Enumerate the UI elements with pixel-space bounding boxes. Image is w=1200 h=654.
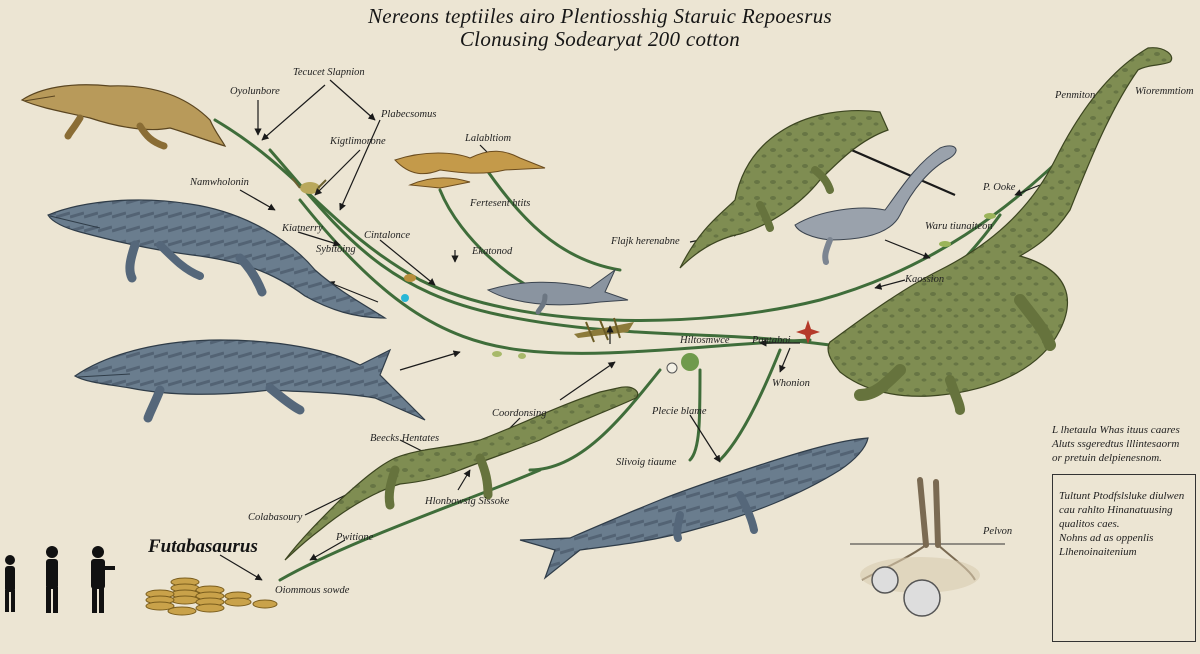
label-fertesent-htits: Fertesent htits bbox=[470, 198, 531, 209]
label-plabecsomus: Plabecsomus bbox=[381, 109, 437, 120]
boxed-note-line: qualitos caes. bbox=[1059, 518, 1120, 530]
elasmosaur-illustration bbox=[284, 386, 639, 561]
boxed-note-line: Nohns ad as oppenlis bbox=[1059, 532, 1154, 544]
leaf-node-icon bbox=[666, 362, 678, 374]
human-silhouette-icon bbox=[46, 546, 58, 613]
coin-icon bbox=[903, 579, 941, 617]
label-lalabltiom: Lalabltiom bbox=[465, 133, 512, 144]
label-futabasaurus: Futabasaurus bbox=[148, 536, 258, 557]
side-note: L lhetaula Whas ituus caares Aluts ssger… bbox=[1052, 423, 1180, 465]
boxed-note: Tultunt Ptodfslsluke diulwen cau rahlto … bbox=[1052, 474, 1196, 642]
grey-plesiosaur-illustration bbox=[794, 145, 957, 265]
fossil-root-icon bbox=[850, 477, 1005, 617]
side-note-line: or pretuin delpienesnom. bbox=[1052, 452, 1162, 464]
starburst-icon bbox=[796, 320, 820, 344]
flying-reptile-illustration bbox=[394, 150, 546, 189]
boxed-note-line: Tultunt Ptodfslsluke diulwen bbox=[1059, 490, 1185, 502]
coin-stack-icon bbox=[145, 577, 278, 616]
label-oyolunbore: Oyolunbore bbox=[230, 86, 280, 97]
side-note-line: Aluts ssgeredtus lllintesaorm bbox=[1052, 438, 1180, 450]
label-hlonbowsig-sissoke: Hlonbowsig Sissoke bbox=[425, 496, 510, 507]
coin-icon bbox=[871, 566, 899, 594]
small-fossil-icon bbox=[574, 317, 634, 343]
green-pliosaur-illustration bbox=[679, 110, 889, 269]
label-namwholonin: Namwholonin bbox=[190, 177, 249, 188]
label-beecks-hentates: Beecks Hentates bbox=[370, 433, 440, 444]
branch-main-upper bbox=[213, 118, 1082, 322]
label-plecie-blame: Plecie blame bbox=[652, 406, 707, 417]
branch-elasmo-2 bbox=[688, 368, 702, 462]
long-necked-plesiosaur-illustration bbox=[827, 47, 1173, 415]
label-tecucet-slapnion: Tecucet Slapnion bbox=[293, 67, 365, 78]
human-silhouette-icon bbox=[91, 546, 115, 613]
branch-main-lower bbox=[298, 198, 812, 355]
label-coordonsing: Coordonsing bbox=[492, 408, 547, 419]
leaf-node-icon bbox=[939, 241, 951, 247]
label-p-ooke: P. Ooke bbox=[983, 182, 1016, 193]
label-ekatonod: Ekatonod bbox=[472, 246, 513, 257]
label-kaossion: Kaossion bbox=[905, 274, 945, 285]
small-ichthyosaur-illustration bbox=[486, 268, 629, 315]
label-wioremmtiom: Wioremmtiom bbox=[1135, 86, 1194, 97]
label-colabasoury: Colabasoury bbox=[248, 512, 303, 523]
boxed-note-line: Llhenoinaitenium bbox=[1059, 546, 1137, 558]
diagram-title: Nereons teptiiles airo Plentiosshig Star… bbox=[367, 4, 833, 28]
leaf-node-icons bbox=[291, 177, 996, 374]
label-pelvon: Pelvon bbox=[983, 526, 1013, 537]
label-penmiton: Penmiton bbox=[1055, 90, 1096, 101]
leaf-node-icon bbox=[492, 351, 502, 357]
label-oiommous-sowde: Oiommous sowde bbox=[275, 585, 350, 596]
label-pwitione: Pwitione bbox=[336, 532, 374, 543]
human-scale-silhouettes bbox=[5, 546, 115, 613]
label-hiltosmwce: Hiltosmwce bbox=[680, 335, 730, 346]
label-kigtlimorone: Kigtlimorone bbox=[330, 136, 386, 147]
leaf-node-icon bbox=[984, 213, 996, 219]
label-whonion: Whonion bbox=[772, 378, 810, 389]
blue-mosasaur-illustration-1 bbox=[47, 199, 388, 319]
label-waru-tiunaiteon: Waru tiunaiteon bbox=[925, 221, 993, 232]
tan-pliosaur-illustration bbox=[20, 84, 227, 150]
side-note-line: L lhetaula Whas ituus caares bbox=[1052, 424, 1180, 436]
branch-elasmo bbox=[528, 368, 662, 472]
branch-long bbox=[278, 468, 542, 582]
human-silhouette-icon bbox=[5, 555, 15, 612]
leaf-node-icon bbox=[401, 294, 409, 302]
branch-long-2 bbox=[718, 348, 782, 462]
boxed-note-line: cau rahlto Hinanatuusing bbox=[1059, 504, 1173, 516]
label-pantaboi: Pantaboi bbox=[752, 335, 791, 346]
blue-mosasaur-illustration-2 bbox=[73, 339, 426, 423]
label-slivoig-tiaume: Slivoig tiaume bbox=[616, 457, 677, 468]
label-flajk-herenabne: Flajk herenabne bbox=[611, 236, 680, 247]
branch-pliosaur-2 bbox=[478, 158, 622, 272]
leaf-node-icon bbox=[404, 274, 416, 282]
blue-mosasaur-illustration-3 bbox=[519, 437, 869, 580]
label-sybitoing: Sybitoing bbox=[316, 244, 356, 255]
label-kiatnerry: Kiatnerry bbox=[282, 223, 323, 234]
leaf-node-icon bbox=[518, 353, 526, 359]
diagram-subtitle: Clonusing Sodearyat 200 cotton bbox=[459, 27, 741, 51]
leaf-node-icon bbox=[681, 353, 699, 371]
label-cintalonce: Cintalonce bbox=[364, 230, 411, 241]
